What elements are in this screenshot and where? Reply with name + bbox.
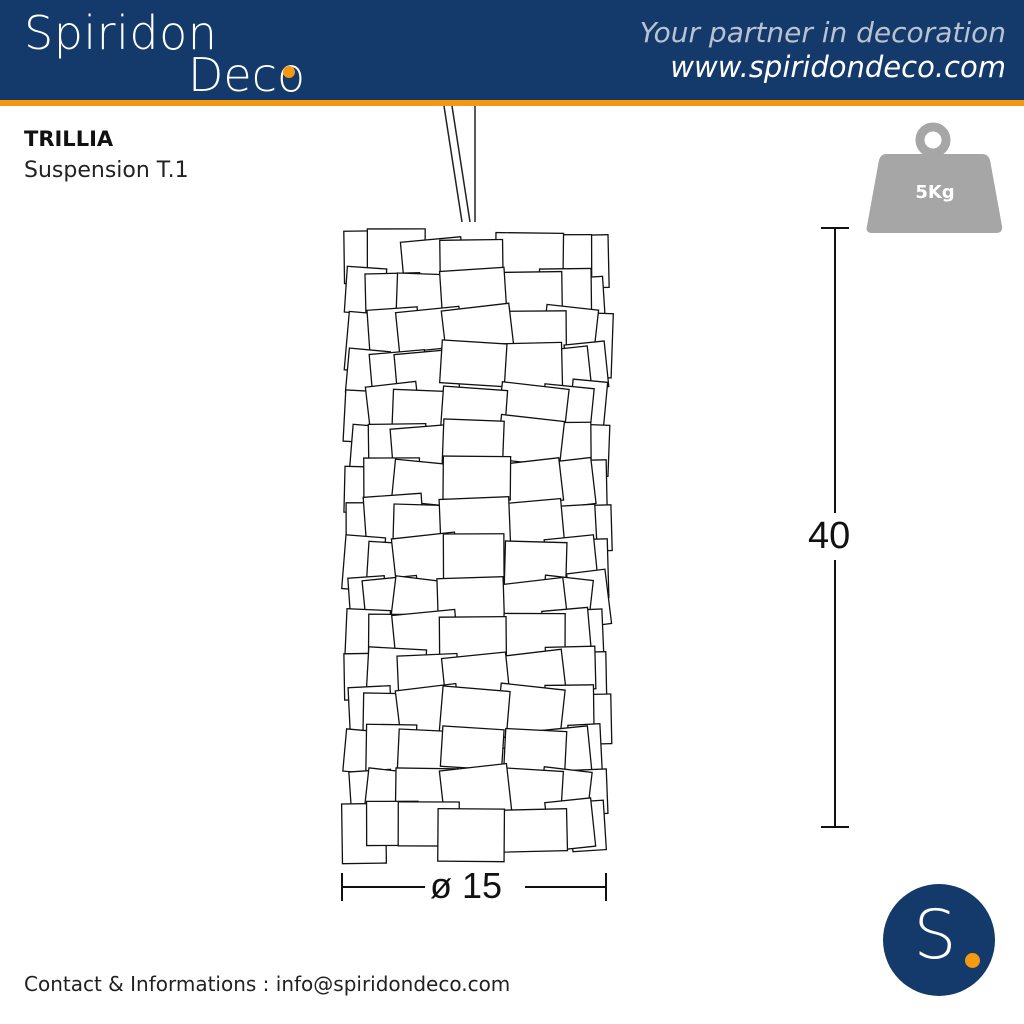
accent-stripe (0, 100, 1024, 106)
tagline: Your partner in decoration (639, 16, 1006, 49)
diameter-dimension-line (341, 873, 607, 901)
lamp-tile (438, 339, 508, 388)
lamp-tile (437, 807, 506, 863)
brand-logo-dot (283, 66, 295, 78)
product-type: Suspension T.1 (24, 158, 189, 183)
diameter-dimension-label: ø 15 (430, 865, 503, 906)
height-dimension-label: 40 (808, 513, 851, 560)
product-name: TRILLIA (24, 127, 114, 151)
suspension-cord (443, 105, 476, 223)
lamp-tile (439, 725, 505, 771)
website-url[interactable]: www.spiridondeco.com (670, 50, 1006, 84)
lamp-tile (442, 455, 512, 501)
lamp-tile (502, 341, 564, 389)
lamp-tile (501, 808, 569, 853)
brand-logo-line1: Spiridon (24, 6, 218, 60)
header-banner: Spiridon Deco Your partner in decoration… (0, 0, 1024, 102)
contact-info[interactable]: Contact & Informations : info@spiridonde… (24, 972, 511, 996)
weight-icon: 5Kg (866, 122, 1004, 237)
brand-badge: S (883, 884, 995, 996)
badge-letter: S (913, 896, 957, 975)
weight-label: 5Kg (915, 182, 955, 203)
lamp-shade-tiles (340, 228, 614, 865)
badge-dot (965, 953, 980, 968)
